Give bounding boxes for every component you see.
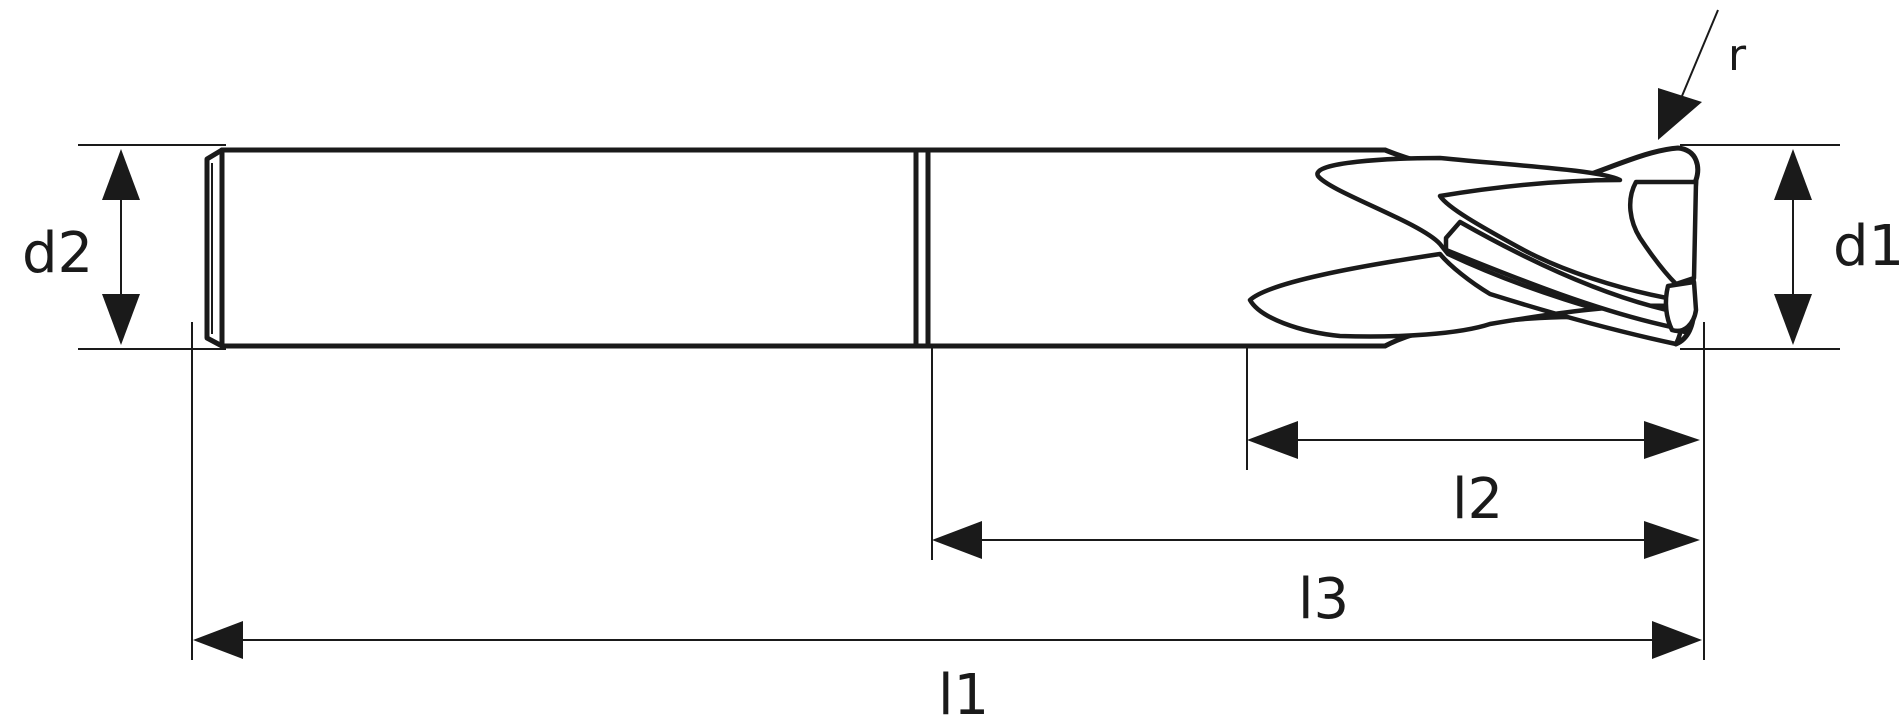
r-leader-line (1681, 9, 1719, 97)
l1-label: l1 (938, 663, 989, 725)
dimension-l1: l1 (193, 621, 1702, 725)
dimension-l2: l2 (1247, 421, 1700, 532)
tip-facet-upper (1627, 179, 1699, 287)
flutes (1247, 155, 1699, 347)
l3-label: l3 (1298, 567, 1349, 632)
r-label: r (1728, 30, 1747, 81)
l3-arrow-left (932, 521, 982, 559)
d2-label: d2 (22, 221, 93, 286)
dimension-r: r (1658, 9, 1747, 140)
l2-arrow-left (1247, 421, 1298, 459)
d1-label: d1 (1833, 214, 1900, 279)
d2-arrow-top (102, 149, 140, 200)
d2-arrow-bottom (102, 294, 140, 345)
d1-arrow-bottom (1774, 294, 1812, 345)
l2-label: l2 (1452, 467, 1503, 532)
l2-arrow-right (1644, 421, 1700, 459)
dimension-d2: d2 (22, 149, 140, 345)
l3-arrow-right (1644, 521, 1700, 559)
tip-facet-lower (1663, 279, 1699, 334)
l1-arrow-left (193, 621, 243, 659)
shank-end-chamfer (204, 147, 225, 349)
l1-arrow-right (1652, 621, 1702, 659)
dimension-l3: l3 (932, 521, 1700, 632)
lower-flute (1247, 251, 1684, 347)
r-arrow (1658, 88, 1702, 140)
extension-lines (78, 144, 1840, 660)
dimension-d1: d1 (1774, 149, 1900, 345)
d1-arrow-top (1774, 149, 1812, 200)
